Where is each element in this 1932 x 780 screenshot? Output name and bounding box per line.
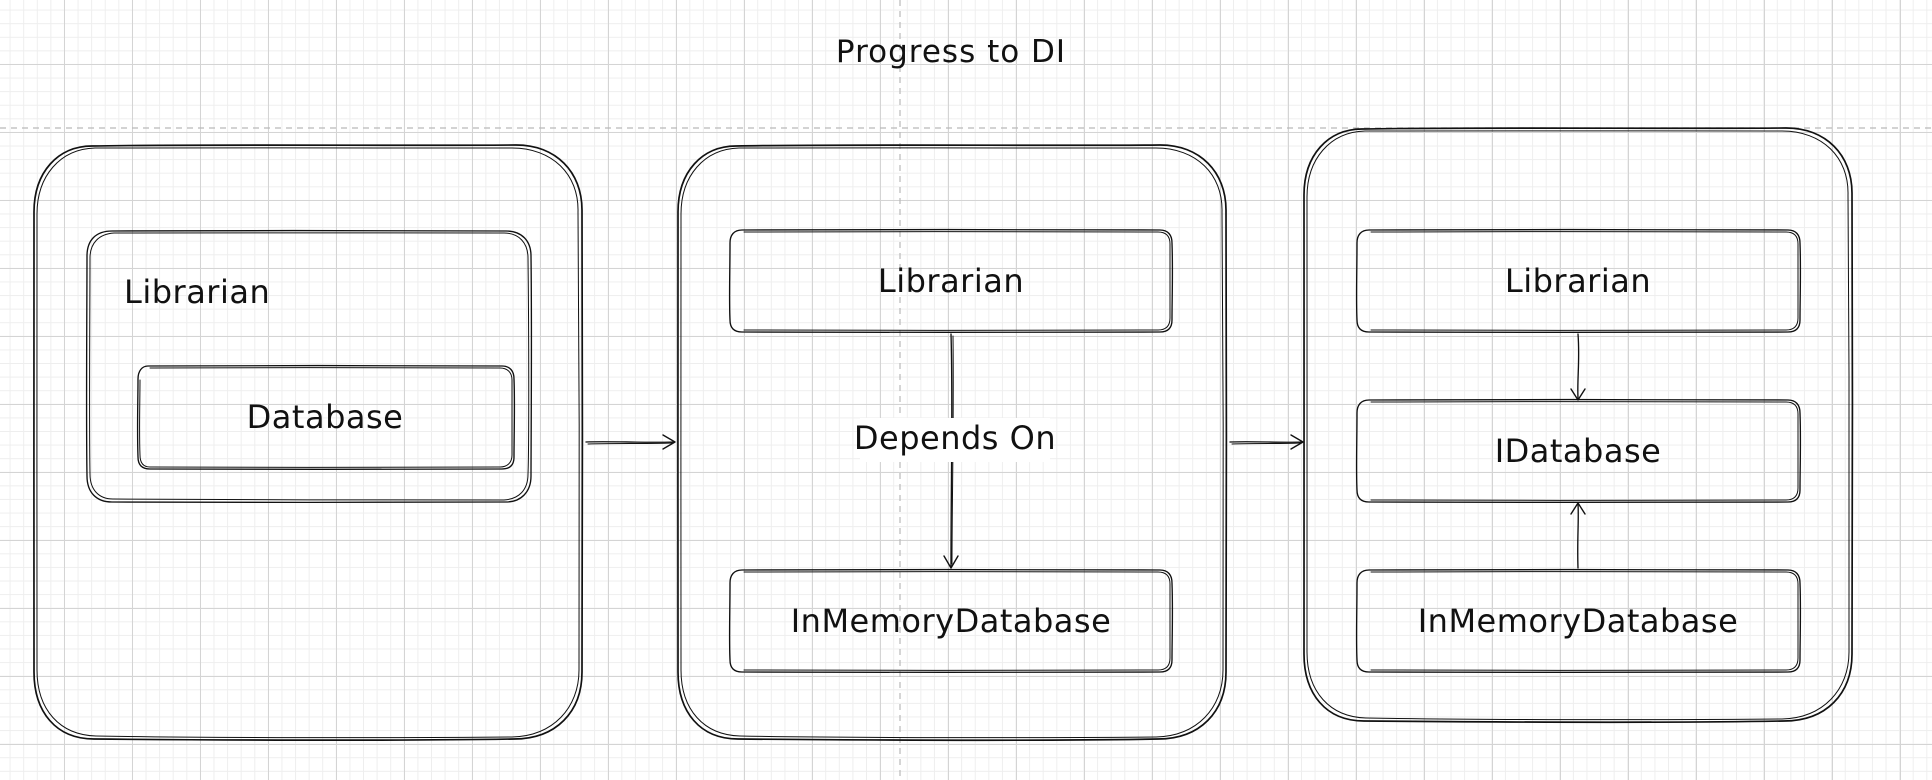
panel-3-frame bbox=[1302, 127, 1854, 724]
panel-2-inmemory-box[interactable] bbox=[728, 568, 1174, 674]
depends-on-label-bg bbox=[860, 418, 1050, 462]
inmemory-to-idatabase-edge bbox=[1577, 503, 1579, 569]
panel-3-idatabase-box[interactable] bbox=[1355, 398, 1802, 504]
arrow-panel-1-to-panel-2 bbox=[585, 434, 676, 450]
librarian-container-frame-stroke-2 bbox=[89, 232, 530, 501]
database-box-frame[interactable] bbox=[136, 364, 516, 471]
depends-on-arrowhead bbox=[943, 555, 959, 569]
panel-3-inmemory-box-stroke-2 bbox=[1370, 571, 1799, 671]
panel-1-frame-stroke-2 bbox=[36, 147, 580, 739]
database-box-frame-stroke-2 bbox=[139, 367, 513, 468]
panel-2-inmemory-box-stroke-2 bbox=[743, 571, 1171, 671]
panel-3-idatabase-box-stroke-2 bbox=[1370, 401, 1799, 501]
panel-1-librarian-label: Librarian bbox=[124, 273, 270, 311]
panel-2-frame-stroke-2 bbox=[680, 147, 1224, 739]
panel-3-librarian-box[interactable] bbox=[1355, 228, 1802, 334]
depends-on-label: Depends On bbox=[854, 419, 1056, 457]
panel-2-frame bbox=[676, 144, 1228, 742]
librarian-container-frame[interactable] bbox=[85, 229, 533, 504]
panel-3-frame-stroke-2 bbox=[1306, 130, 1850, 721]
panel-1-database-label: Database bbox=[247, 398, 404, 436]
arrow-panel-2-to-panel-3 bbox=[1229, 434, 1304, 450]
panel-1-frame bbox=[32, 144, 584, 742]
panel-2[interactable]: Librarian Depends On InMemoryDatabase bbox=[676, 144, 1228, 742]
panel-3-inmemory-label: InMemoryDatabase bbox=[1418, 602, 1739, 640]
panel-2-librarian-label: Librarian bbox=[878, 262, 1024, 300]
diagram-title: Progress to DI bbox=[836, 34, 1066, 70]
panel-3[interactable]: Librarian IDatabase InMemoryDatabase bbox=[1302, 127, 1854, 724]
panel-1[interactable]: Librarian Database bbox=[32, 144, 584, 742]
panel-3-librarian-label: Librarian bbox=[1505, 262, 1651, 300]
panel-3-inmemory-box[interactable] bbox=[1355, 568, 1802, 674]
librarian-to-idatabase-edge bbox=[1577, 333, 1580, 399]
panel-2-librarian-box-stroke-2 bbox=[743, 231, 1171, 331]
panel-2-librarian-box[interactable] bbox=[728, 228, 1174, 334]
panel-2-inmemory-label: InMemoryDatabase bbox=[791, 602, 1112, 640]
panel-3-librarian-box-stroke-2 bbox=[1370, 231, 1799, 331]
panel-3-idatabase-label: IDatabase bbox=[1495, 432, 1662, 470]
